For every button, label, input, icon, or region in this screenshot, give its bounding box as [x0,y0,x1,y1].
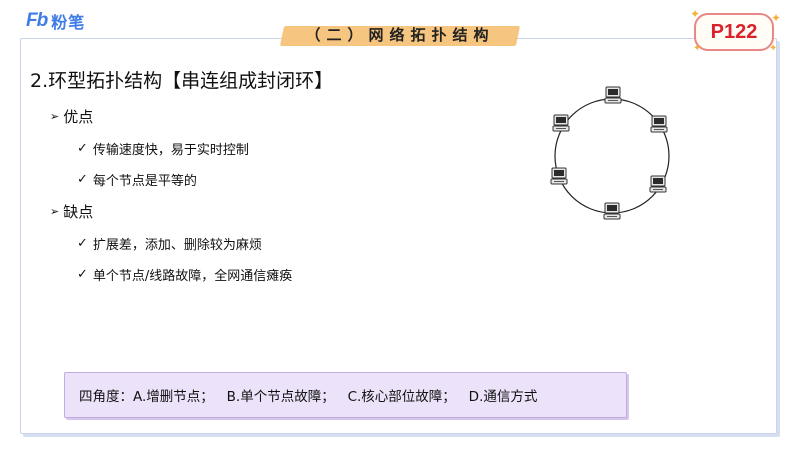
checkmark-icon: ✓ [77,141,88,156]
computer-icon [552,114,570,132]
star-icon: ✦ [769,43,778,54]
pros-item-text: 每个节点是平等的 [92,174,197,189]
checkmark-icon: ✓ [77,236,88,251]
arrow-right-icon: ➢ [50,205,60,218]
pros-item-text: 传输速度快，易于实时控制 [92,143,249,158]
star-icon: ✦ [771,11,782,25]
star-icon: ✦ [690,7,701,21]
cons-heading: ➢ 缺点 [50,201,93,222]
pros-label: 优点 [63,108,94,126]
brand-name: 粉笔 [51,13,86,32]
bottom-note-box: 四角度：A.增删节点； B.单个节点故障； C.核心部位故障； D.通信方式 [64,372,627,418]
page-badge: P122 [694,13,774,51]
page-title: 2.环型拓扑结构【串连组成封闭环】 [30,70,334,92]
cons-item-text: 单个节点/线路故障，全网通信瘫痪 [92,269,293,284]
page-number: P122 [710,20,758,43]
computer-icon [649,175,667,193]
brand-logo: Fb 粉笔 [26,9,85,33]
pros-heading: ➢ 优点 [50,106,93,127]
cons-label: 缺点 [63,203,94,221]
computer-icon [603,202,621,220]
arrow-right-icon: ➢ [50,110,60,123]
computer-icon [604,86,622,104]
list-item: ✓ 传输速度快，易于实时控制 [77,139,249,158]
checkmark-icon: ✓ [77,267,88,282]
list-item: ✓ 扩展差，添加、删除较为麻烦 [77,234,262,253]
computer-icon [550,167,568,185]
computer-icon [650,115,668,133]
bottom-note-text: 四角度：A.增删节点； B.单个节点故障； C.核心部位故障； D.通信方式 [79,389,538,405]
section-title: （二）网络拓扑结构 [305,26,495,44]
cons-item-text: 扩展差，添加、删除较为麻烦 [92,238,262,253]
brand-mark: Fb [26,10,48,31]
checkmark-icon: ✓ [77,172,88,187]
list-item: ✓ 单个节点/线路故障，全网通信瘫痪 [77,265,292,284]
star-icon: ✦ [693,43,702,54]
list-item: ✓ 每个节点是平等的 [77,170,197,189]
ring-topology-diagram [550,86,670,220]
